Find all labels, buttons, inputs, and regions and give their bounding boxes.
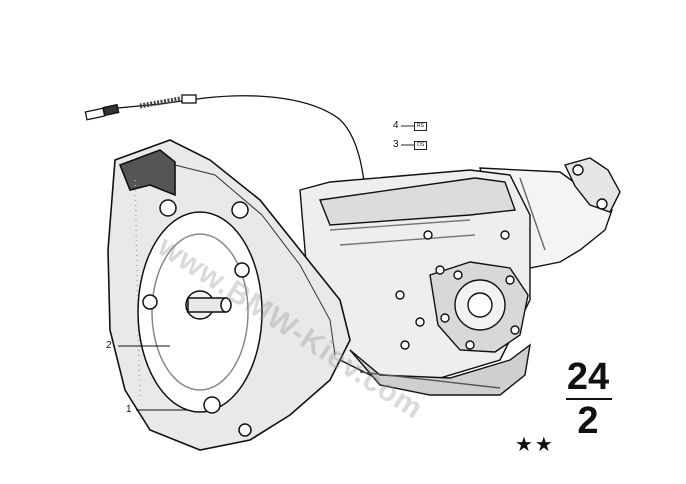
transmission-case <box>299 169 531 396</box>
group-divider <box>566 398 612 400</box>
callout-4-number: 4 <box>393 120 399 131</box>
group-number-bottom: 2 <box>577 400 599 442</box>
callout-3-code: OS <box>414 141 428 150</box>
torque-converter <box>137 199 263 437</box>
speedo-cable <box>84 94 373 301</box>
callout-1-number: 1 <box>126 404 132 415</box>
leader-lines <box>118 125 414 411</box>
callout-3-number: 3 <box>393 139 399 150</box>
group-number-top: 24 <box>566 356 610 398</box>
callout-4-code: RS <box>414 122 427 131</box>
stars-mark: ★★ <box>515 432 555 456</box>
callout-2-number: 2 <box>106 340 112 351</box>
